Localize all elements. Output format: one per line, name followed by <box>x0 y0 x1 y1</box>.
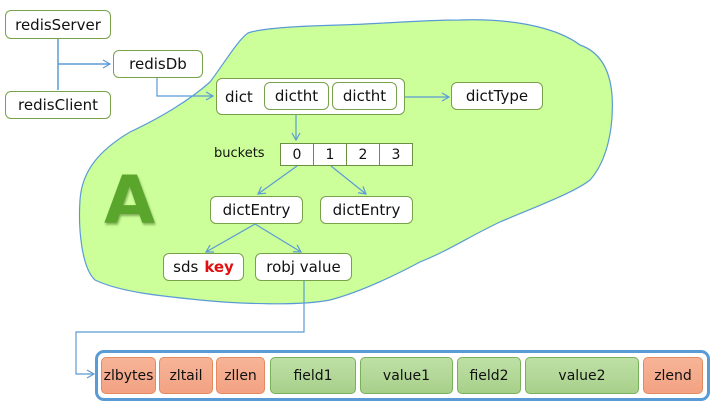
redis-server-node[interactable]: redisServer <box>5 10 111 39</box>
redis-client-node[interactable]: redisClient <box>5 91 111 119</box>
ziplist-cell-value1[interactable]: value1 <box>360 357 453 394</box>
bucket-2[interactable]: 2 <box>346 143 380 166</box>
ziplist-cell-field2[interactable]: field2 <box>457 357 521 394</box>
dict-label: dict <box>225 87 253 106</box>
bucket-3[interactable]: 3 <box>379 143 413 166</box>
dict-type-node[interactable]: dictType <box>451 82 543 110</box>
sds-type-label: sds <box>173 258 199 276</box>
dictht-node-1[interactable]: dictht <box>332 82 397 110</box>
ziplist-cell-zltail[interactable]: zltail <box>159 357 213 394</box>
dict-entry-node-1[interactable]: dictEntry <box>320 196 413 224</box>
bucket-0[interactable]: 0 <box>280 143 314 166</box>
dictht-node-0[interactable]: dictht <box>264 82 329 110</box>
robj-value-node[interactable]: robj value <box>255 253 352 281</box>
dict-entry-node-0[interactable]: dictEntry <box>210 196 303 224</box>
ziplist-cell-field1[interactable]: field1 <box>270 357 356 394</box>
sds-key-node[interactable]: sds key <box>163 253 244 281</box>
redis-db-node[interactable]: redisDb <box>113 50 203 78</box>
ziplist-cell-zlend[interactable]: zlend <box>643 357 703 394</box>
region-a-label: A <box>104 162 156 239</box>
sds-key-label: key <box>204 258 234 276</box>
ziplist-cell-zlbytes[interactable]: zlbytes <box>101 357 156 394</box>
ziplist-cell-value2[interactable]: value2 <box>525 357 639 394</box>
bucket-1[interactable]: 1 <box>313 143 347 166</box>
ziplist-cell-zllen[interactable]: zllen <box>216 357 265 394</box>
buckets-label: buckets <box>214 146 265 161</box>
